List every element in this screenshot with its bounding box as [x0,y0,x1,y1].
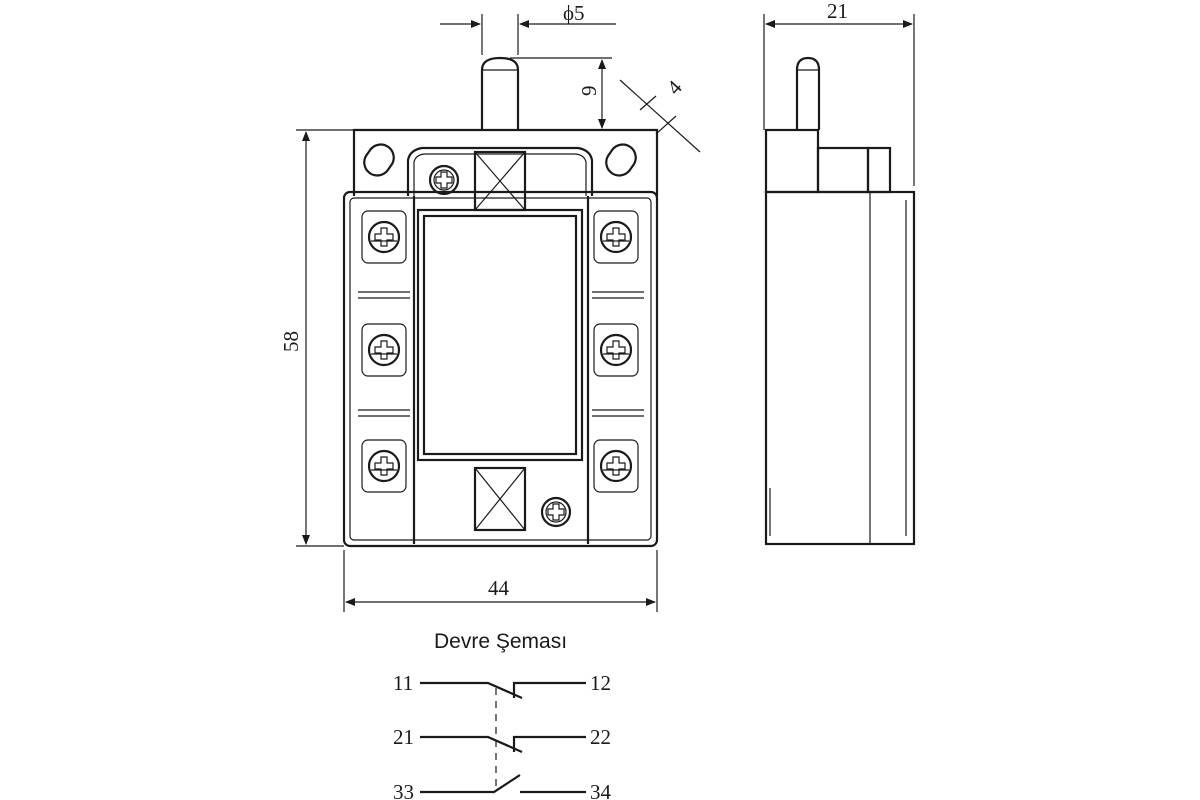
terminal-label: 22 [590,725,611,749]
cover-screw-bottom [540,496,572,528]
cover-screw-top [428,164,460,196]
guide-block-top [473,150,527,212]
terminal-label: 34 [590,780,612,800]
terminal-screw [360,322,408,378]
dim-diameter: ϕ5 [563,1,585,25]
dim-width: 44 [488,576,510,600]
mounting-hole-right [605,143,637,177]
dim-pin-height: 9 [577,86,601,97]
dimension-lines [296,14,915,612]
terminal-label: 11 [393,671,413,695]
front-view [342,56,659,548]
circuit-schema [420,681,586,794]
dim-depth: 21 [827,0,848,23]
terminal-screw [360,438,408,494]
guide-block-bottom [473,466,527,532]
plunger-pin [480,56,520,130]
terminal-screw [592,209,640,265]
terminal-screw [592,438,640,494]
terminal-label: 12 [590,671,611,695]
schema-title: Devre Şeması [434,630,567,653]
dim-height: 58 [279,331,303,352]
terminal-screw [592,322,640,378]
terminal-label: 21 [393,725,414,749]
terminal-label: 33 [393,780,414,800]
mounting-hole-left [363,143,395,177]
dim-slot: 4 [662,75,687,99]
side-view [764,56,916,546]
terminal-screw [360,209,408,265]
